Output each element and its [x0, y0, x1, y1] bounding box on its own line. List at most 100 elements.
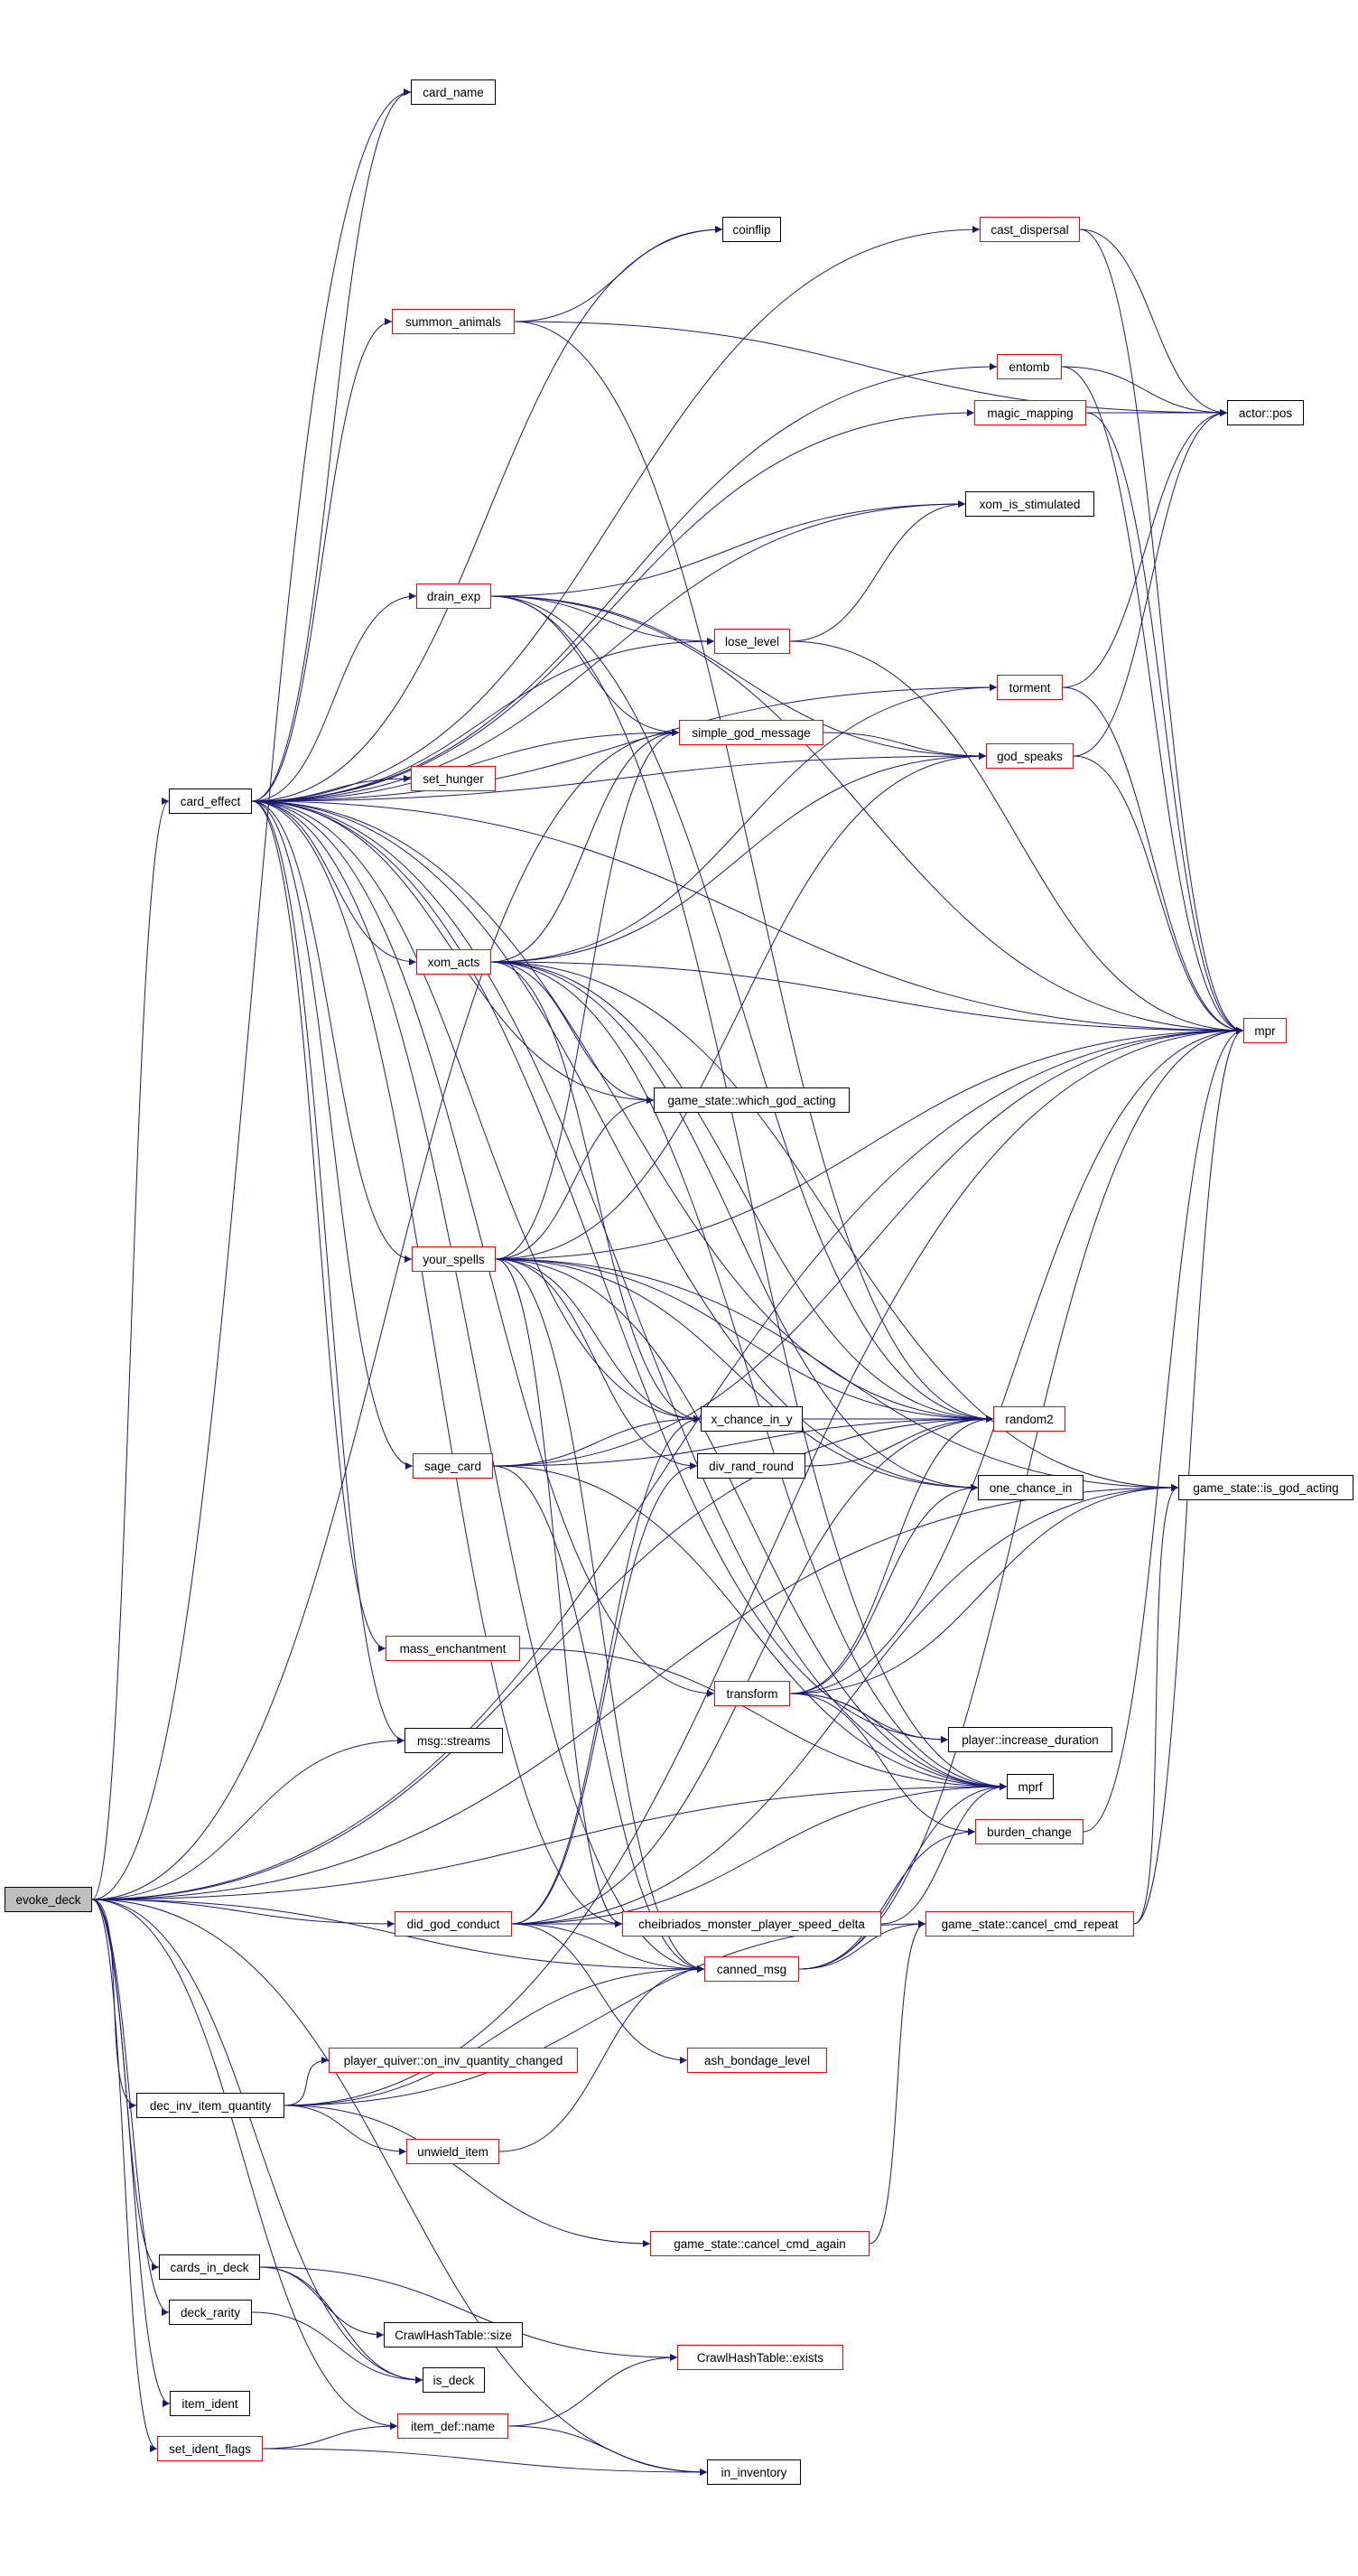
graph-node-simple-god-message[interactable]: simple_god_message	[679, 720, 823, 745]
graph-node-torment[interactable]: torment	[997, 675, 1063, 700]
edge-evoke_deck-to-mpr	[91, 1027, 1244, 1900]
graph-node-xom-is-stimulated[interactable]: xom_is_stimulated	[965, 491, 1094, 517]
graph-node-label: mass_enchantment	[399, 1641, 507, 1656]
edge-unwield_item-to-canned_msg	[498, 1965, 705, 2152]
graph-node-dec-inv-item-quantity[interactable]: dec_inv_item_quantity	[136, 2093, 284, 2118]
graph-node-label: magic_mapping	[987, 406, 1074, 420]
edge-card_effect-to-summon_animals	[251, 318, 393, 802]
edge-evoke_deck-to-item_def_name	[91, 1899, 398, 2430]
edge-xom_acts-to-random2	[490, 961, 994, 1423]
edge-xom_acts-to-is_god_acting	[490, 961, 1179, 1491]
edge-card_effect-to-set_hunger	[251, 775, 412, 802]
graph-node-summon-animals[interactable]: summon_animals	[392, 309, 515, 334]
edge-your_spells-to-mprf	[495, 1258, 1008, 1790]
edge-evoke_deck-to-deck_rarity	[91, 1899, 170, 2316]
graph-node-card-name[interactable]: card_name	[411, 79, 496, 105]
graph-node-one-chance-in[interactable]: one_chance_in	[978, 1475, 1084, 1500]
edge-dec_inv_item_quantity-to-canned_msg	[284, 1965, 705, 2106]
graph-node-cheibriados[interactable]: cheibriados_monster_player_speed_delta	[622, 1911, 881, 1937]
edge-xom_acts-to-god_speaks	[490, 752, 987, 963]
graph-node-set-hunger[interactable]: set_hunger	[411, 766, 496, 791]
graph-node-label: summon_animals	[405, 314, 501, 329]
graph-node-label: card_effect	[180, 794, 241, 808]
edge-did_god_conduct-to-div_rand_round	[511, 1462, 698, 1925]
graph-node-is-deck[interactable]: is_deck	[423, 2367, 485, 2393]
graph-node-unwield-item[interactable]: unwield_item	[406, 2139, 499, 2164]
graph-node-label: simple_god_message	[692, 725, 811, 740]
graph-node-god-speaks[interactable]: god_speaks	[986, 743, 1074, 769]
graph-node-set-ident-flags[interactable]: set_ident_flags	[157, 2436, 263, 2461]
edge-evoke_deck-to-item_ident	[91, 1899, 171, 2407]
graph-node-label: xom_acts	[427, 955, 480, 969]
graph-node-magic-mapping[interactable]: magic_mapping	[974, 400, 1086, 425]
graph-node-mprf[interactable]: mprf	[1007, 1774, 1054, 1799]
edge-evoke_deck-to-set_ident_flags	[91, 1899, 158, 2452]
graph-node-burden-change[interactable]: burden_change	[975, 1819, 1084, 1844]
edge-did_god_conduct-to-canned_msg	[511, 1923, 705, 1973]
graph-node-item-def-name[interactable]: item_def::name	[397, 2413, 508, 2439]
edge-cheibriados-to-mprf	[880, 1783, 1008, 1925]
graph-node-label: msg::streams	[416, 1733, 490, 1748]
graph-node-transform[interactable]: transform	[714, 1681, 790, 1706]
graph-node-ash-bondage-level[interactable]: ash_bondage_level	[687, 2048, 827, 2073]
graph-node-actor-pos[interactable]: actor::pos	[1227, 400, 1304, 425]
graph-node-crawl-exists[interactable]: CrawlHashTable::exists	[677, 2345, 843, 2370]
edge-card_effect-to-canned_msg	[251, 800, 705, 1973]
edge-cancel_cmd_repeat-to-is_god_acting	[1133, 1484, 1179, 1925]
edge-drain_exp-to-mprf	[490, 595, 1008, 1790]
edge-summon_animals-to-coinflip	[514, 226, 723, 322]
graph-node-label: card_name	[423, 85, 484, 99]
graph-node-card-effect[interactable]: card_effect	[169, 789, 252, 814]
graph-node-entomb[interactable]: entomb	[997, 354, 1062, 379]
graph-node-label: mprf	[1018, 1779, 1043, 1794]
graph-node-label: actor::pos	[1238, 406, 1293, 420]
graph-node-cancel-cmd-repeat[interactable]: game_state::cancel_cmd_repeat	[925, 1911, 1134, 1937]
graph-node-label: torment	[1009, 680, 1051, 695]
graph-node-increase-duration[interactable]: player::increase_duration	[948, 1727, 1112, 1752]
edge-card_effect-to-your_spells	[251, 800, 413, 1263]
graph-node-drain-exp[interactable]: drain_exp	[416, 583, 491, 609]
graph-node-cast-dispersal[interactable]: cast_dispersal	[980, 217, 1080, 242]
graph-node-label: in_inventory	[721, 2465, 787, 2479]
graph-node-player-quiver[interactable]: player_quiver::on_inv_quantity_changed	[329, 2048, 578, 2073]
edge-card_effect-to-x_chance_in_y	[251, 800, 702, 1423]
graph-node-cards-in-deck[interactable]: cards_in_deck	[159, 2254, 260, 2280]
graph-node-in-inventory[interactable]: in_inventory	[707, 2459, 801, 2485]
graph-node-mass-enchantment[interactable]: mass_enchantment	[386, 1636, 520, 1661]
graph-node-mpr[interactable]: mpr	[1243, 1018, 1287, 1043]
graph-node-random2[interactable]: random2	[993, 1406, 1065, 1432]
graph-node-your-spells[interactable]: your_spells	[412, 1246, 496, 1272]
graph-node-which-god-acting[interactable]: game_state::which_god_acting	[654, 1087, 850, 1113]
graph-node-did-god-conduct[interactable]: did_god_conduct	[395, 1911, 512, 1937]
edge-card_effect-to-card_name	[251, 89, 412, 802]
edge-evoke_deck-to-random2	[91, 1415, 994, 1900]
graph-node-xom-acts[interactable]: xom_acts	[416, 949, 491, 975]
graph-node-label: lose_level	[724, 634, 780, 649]
edge-cast_dispersal-to-actor_pos	[1079, 229, 1228, 416]
graph-node-cancel-cmd-again[interactable]: game_state::cancel_cmd_again	[650, 2231, 870, 2256]
edge-set_ident_flags-to-in_inventory	[262, 2448, 708, 2476]
graph-node-canned-msg[interactable]: canned_msg	[704, 1956, 799, 1982]
graph-node-item-ident[interactable]: item_ident	[170, 2391, 250, 2416]
edge-card_effect-to-mass_enchantment	[251, 800, 386, 1652]
graph-node-crawl-size[interactable]: CrawlHashTable::size	[384, 2322, 523, 2347]
edge-drain_exp-to-random2	[490, 595, 994, 1423]
graph-node-label: burden_change	[987, 1825, 1072, 1839]
graph-node-evoke-deck: evoke_deck	[5, 1887, 92, 1912]
graph-node-sage-card[interactable]: sage_card	[413, 1453, 493, 1479]
graph-node-msg-streams[interactable]: msg::streams	[405, 1728, 503, 1753]
edge-did_god_conduct-to-is_god_acting	[511, 1484, 1179, 1925]
graph-node-label: entomb	[1009, 359, 1050, 374]
graph-node-x-chance-in-y[interactable]: x_chance_in_y	[701, 1406, 803, 1432]
graph-node-label: random2	[1005, 1412, 1054, 1426]
edge-dec_inv_item_quantity-to-player_quiver	[284, 2057, 330, 2106]
edge-god_speaks-to-mpr	[1073, 755, 1244, 1034]
graph-node-label: player_quiver::on_inv_quantity_changed	[343, 2053, 563, 2067]
graph-node-deck-rarity[interactable]: deck_rarity	[169, 2300, 252, 2325]
graph-node-lose-level[interactable]: lose_level	[714, 629, 790, 654]
graph-node-coinflip[interactable]: coinflip	[722, 217, 781, 242]
edge-evoke_deck-to-card_name	[91, 89, 412, 1900]
edge-drain_exp-to-simple_god_message	[490, 595, 680, 736]
graph-node-is-god-acting[interactable]: game_state::is_god_acting	[1178, 1475, 1353, 1500]
graph-node-div-rand-round[interactable]: div_rand_round	[697, 1453, 805, 1479]
